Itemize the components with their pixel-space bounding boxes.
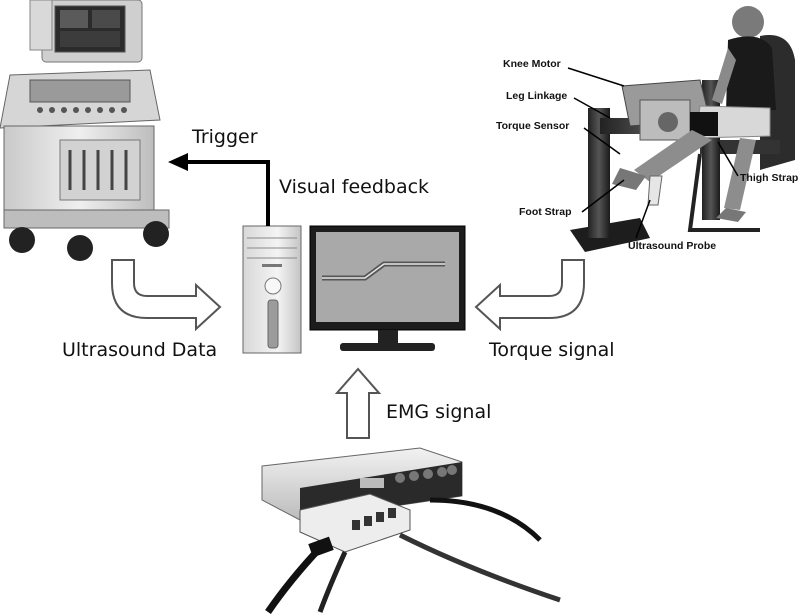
thigh-strap-label: Thigh Strap	[740, 172, 799, 184]
visual-feedback-label: Visual feedback	[279, 176, 430, 198]
emg-device	[261, 447, 561, 614]
torque-sensor-label: Torque Sensor	[496, 120, 570, 132]
knee-dynamometer	[567, 6, 795, 252]
monitor	[309, 225, 466, 351]
leg-linkage-label: Leg Linkage	[506, 90, 568, 102]
ultrasound-data-arrow	[111, 259, 222, 332]
torque-signal-arrow	[474, 259, 585, 332]
emg-signal-label: EMG signal	[386, 401, 492, 423]
ultrasound-probe-label: Ultrasound Probe	[628, 240, 717, 252]
foot-strap-label: Foot Strap	[519, 206, 572, 218]
emg-signal-arrow	[334, 367, 382, 439]
trigger-arrow	[168, 153, 270, 217]
ultrasound-machine	[0, 0, 170, 261]
knee-motor-label: Knee Motor	[503, 58, 561, 70]
torque-signal-label: Torque signal	[489, 339, 615, 361]
ultrasound-data-label: Ultrasound Data	[62, 339, 218, 361]
trigger-label: Trigger	[192, 126, 258, 148]
computer-tower	[242, 225, 302, 354]
